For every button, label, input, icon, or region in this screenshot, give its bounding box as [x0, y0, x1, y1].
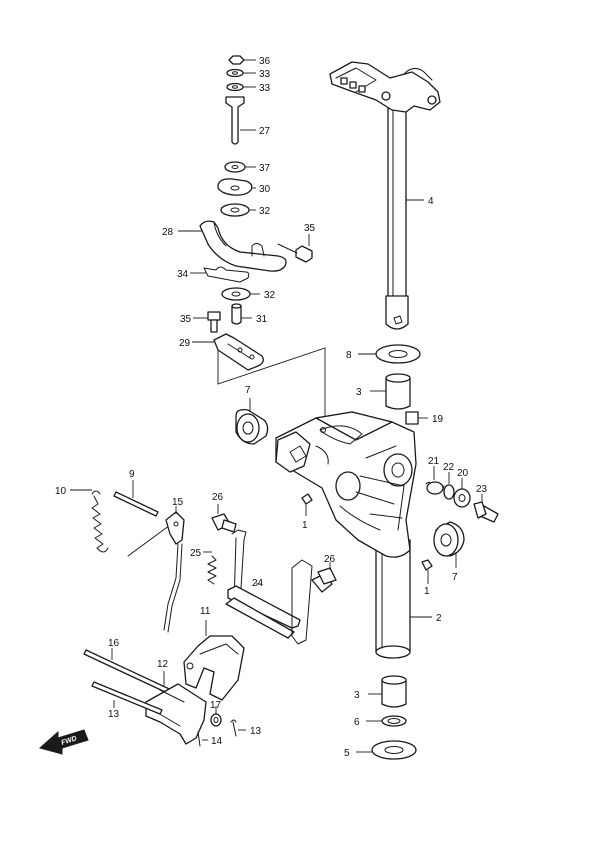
callout-1-right: 1 — [424, 586, 430, 597]
callout-22: 22 — [443, 462, 455, 473]
part-1-grease-nipple-left: 1 — [301, 493, 313, 531]
callout-24: 24 — [252, 578, 264, 589]
callout-20: 20 — [457, 468, 469, 479]
callout-35-upper: 35 — [304, 223, 316, 234]
callout-37: 37 — [259, 163, 271, 174]
callout-19: 19 — [432, 414, 444, 425]
callout-9: 9 — [129, 469, 135, 480]
part-28-tilt-lever: 28 — [162, 220, 287, 272]
callout-21: 21 — [428, 456, 440, 467]
part-32-washer-lower: 32 — [221, 287, 276, 301]
part-22-washer: 22 — [443, 462, 455, 500]
callout-16: 16 — [108, 638, 120, 649]
part-35-bolt-upper: 35 — [277, 223, 316, 263]
callout-33-upper: 33 — [259, 69, 271, 80]
part-26-bolt-left: 26 — [211, 492, 237, 533]
callout-15: 15 — [172, 497, 184, 508]
part-33-washer-lower: 33 — [226, 82, 271, 94]
part-34-spring-clip: 34 — [177, 266, 250, 283]
callout-2: 2 — [436, 613, 442, 624]
callout-25: 25 — [190, 548, 202, 559]
callout-23: 23 — [476, 484, 488, 495]
callout-27: 27 — [259, 126, 271, 137]
callout-5: 5 — [344, 748, 350, 759]
callout-29: 29 — [179, 338, 191, 349]
part-11-reverse-hook: 11 — [183, 606, 245, 701]
part-3-bushing-upper: 3 — [356, 373, 411, 410]
part-7-bushing-right: 7 — [433, 521, 465, 583]
part-30-plate: 30 — [217, 178, 271, 196]
callout-1-left: 1 — [302, 520, 308, 531]
part-29-bracket-plate: 29 — [179, 333, 264, 371]
fwd-arrow-icon: FWD — [38, 729, 89, 755]
callout-32-lower: 32 — [264, 290, 276, 301]
part-5-thrust-washer: 5 — [344, 740, 417, 760]
part-9-rod: 9 — [113, 469, 159, 517]
callout-26-left: 26 — [212, 492, 224, 503]
part-23-bolt: 23 — [473, 484, 499, 523]
callout-10: 10 — [55, 486, 67, 497]
part-2-swivel-case: 2 — [275, 411, 442, 659]
callout-26-right: 26 — [324, 554, 336, 565]
part-32-washer-upper: 32 — [220, 203, 271, 217]
part-14-pin: 14 — [197, 731, 223, 747]
callout-36: 36 — [259, 56, 271, 67]
fwd-label: FWD — [60, 735, 77, 747]
part-20-collar: 20 — [453, 468, 471, 508]
part-37-washer: 37 — [224, 161, 271, 174]
callout-3-lower: 3 — [354, 690, 360, 701]
part-19-spacer: 19 — [405, 411, 444, 425]
callout-6: 6 — [354, 717, 360, 728]
callout-35-lower: 35 — [180, 314, 192, 325]
callout-32-upper: 32 — [259, 206, 271, 217]
callout-34: 34 — [177, 269, 189, 280]
part-31-pin: 31 — [231, 303, 268, 325]
part-33-washer-upper: 33 — [226, 68, 271, 80]
part-13-shaft-lower: 13 — [91, 681, 163, 720]
callout-33-lower: 33 — [259, 83, 271, 94]
part-25-spring: 25 — [190, 548, 217, 585]
callout-28: 28 — [162, 227, 174, 238]
callout-11: 11 — [200, 606, 211, 617]
part-8-thrust-washer: 8 — [346, 344, 421, 364]
part-35-bolt-lower: 35 — [180, 311, 221, 333]
part-26-bolt-right: 26 — [311, 554, 337, 593]
callout-13-left: 13 — [108, 709, 120, 720]
part-27-pin: 27 — [225, 96, 271, 145]
part-7-bushing-left: 7 — [235, 385, 269, 445]
callout-7-left: 7 — [245, 385, 251, 396]
part-6-washer: 6 — [354, 715, 407, 728]
callout-30: 30 — [259, 184, 271, 195]
part-24-reverse-lock-arm: 24 — [225, 529, 313, 645]
part-4-steering-shaft: 4 — [329, 61, 441, 330]
part-21-spring: 21 — [425, 456, 445, 495]
part-1-grease-nipple-right: 1 — [421, 559, 433, 597]
part-17-washer: 17 — [210, 700, 222, 727]
part-36-nut: 36 — [228, 55, 271, 67]
callout-3-upper: 3 — [356, 387, 362, 398]
part-10-spring: 10 — [55, 486, 109, 553]
part-12-stopper: 12 — [145, 659, 207, 745]
callout-17: 17 — [210, 700, 222, 711]
part-3-bushing-lower: 3 — [354, 675, 407, 708]
callout-4: 4 — [428, 196, 434, 207]
callout-13-right: 13 — [250, 726, 262, 737]
part-13-cotter-pin: 13 — [230, 719, 262, 737]
callout-14: 14 — [211, 736, 223, 747]
callout-31: 31 — [256, 314, 268, 325]
callout-12: 12 — [157, 659, 169, 670]
callout-7-right: 7 — [452, 572, 458, 583]
part-15-lever-arm: 15 — [127, 497, 185, 633]
assembly-guide-lines — [217, 347, 326, 430]
callout-8: 8 — [346, 350, 352, 361]
